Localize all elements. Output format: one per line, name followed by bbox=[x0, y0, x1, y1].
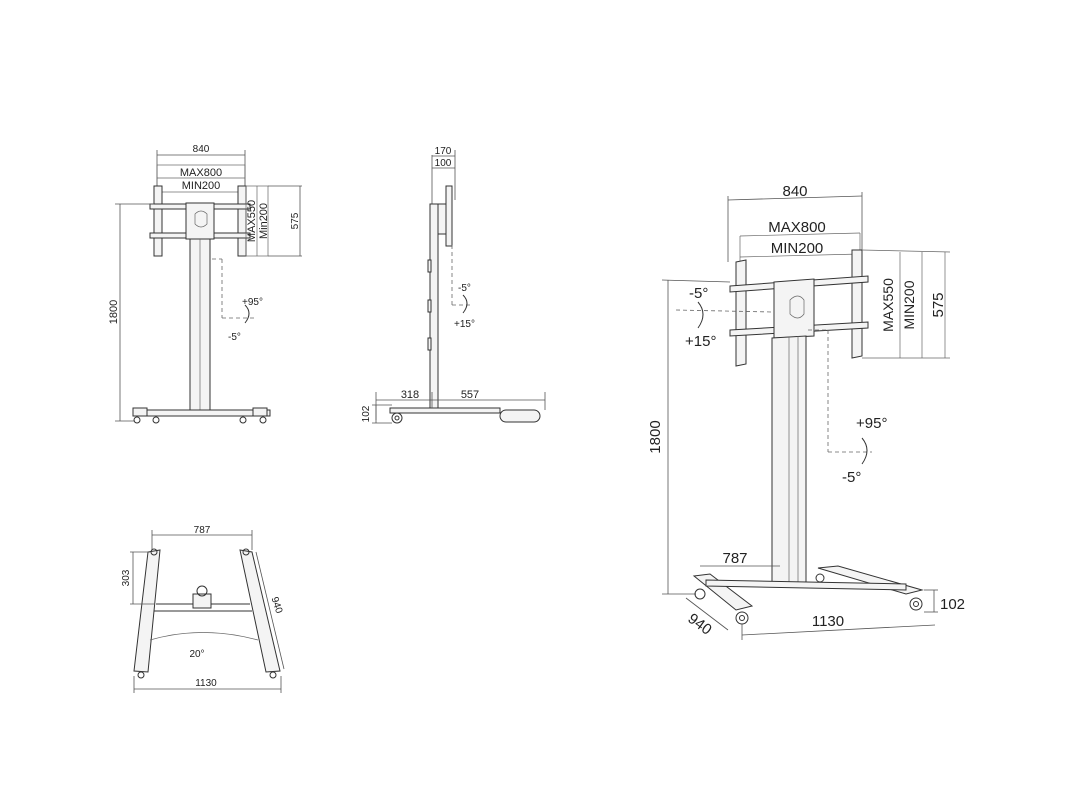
front-label-min200: MIN200 bbox=[182, 180, 221, 192]
front-rot-up: +95° bbox=[242, 297, 263, 308]
front-label-max550: MAX550 bbox=[246, 200, 258, 242]
iso-dim-840: 840 bbox=[782, 183, 807, 200]
top-angle-20: 20° bbox=[189, 649, 204, 660]
top-dim-1130: 1130 bbox=[195, 678, 217, 689]
side-tilt-down: +15° bbox=[454, 319, 475, 330]
side-view: 170 100 -5° +15° 318 557 102 bbox=[361, 146, 546, 424]
front-rot-down: -5° bbox=[228, 332, 241, 343]
iso-dim-1130: 1130 bbox=[812, 613, 844, 630]
top-dim-787: 787 bbox=[194, 525, 211, 536]
side-dim-170: 170 bbox=[435, 146, 452, 157]
iso-dim-102: 102 bbox=[940, 596, 965, 613]
iso-view: 840 MAX800 MIN200 MAX550 MIN200 575 -5° … bbox=[647, 183, 965, 640]
front-dim-575: 575 bbox=[290, 212, 301, 229]
top-view: 787 20° 303 940 1130 bbox=[121, 525, 285, 693]
side-dim-102: 102 bbox=[361, 405, 372, 422]
side-tilt-up: -5° bbox=[458, 283, 471, 294]
front-label-max800: MAX800 bbox=[180, 167, 222, 179]
front-label-min200-v: Min200 bbox=[258, 203, 270, 239]
front-dim-1800: 1800 bbox=[108, 300, 120, 324]
iso-tilt-a: -5° bbox=[689, 285, 708, 302]
iso-label-max550: MAX550 bbox=[880, 278, 896, 332]
side-dim-318: 318 bbox=[401, 389, 419, 401]
iso-rot-up: +95° bbox=[856, 415, 887, 432]
front-dim-840: 840 bbox=[193, 144, 210, 155]
iso-dim-787: 787 bbox=[722, 550, 747, 567]
iso-label-max800: MAX800 bbox=[768, 219, 826, 236]
iso-dim-940: 940 bbox=[685, 610, 715, 638]
front-view: 840 MAX800 MIN200 MAX550 Min200 575 bbox=[108, 144, 302, 424]
iso-dim-1800: 1800 bbox=[647, 420, 664, 453]
iso-label-min200-v: MIN200 bbox=[901, 280, 917, 329]
top-dim-940: 940 bbox=[269, 596, 285, 616]
iso-tilt-b: +15° bbox=[685, 333, 716, 350]
top-dim-303: 303 bbox=[121, 569, 132, 586]
side-dim-557: 557 bbox=[461, 389, 479, 401]
side-dim-100: 100 bbox=[435, 158, 452, 169]
iso-label-min200: MIN200 bbox=[771, 240, 824, 257]
iso-dim-575: 575 bbox=[930, 292, 947, 317]
iso-rot-down: -5° bbox=[842, 469, 861, 486]
